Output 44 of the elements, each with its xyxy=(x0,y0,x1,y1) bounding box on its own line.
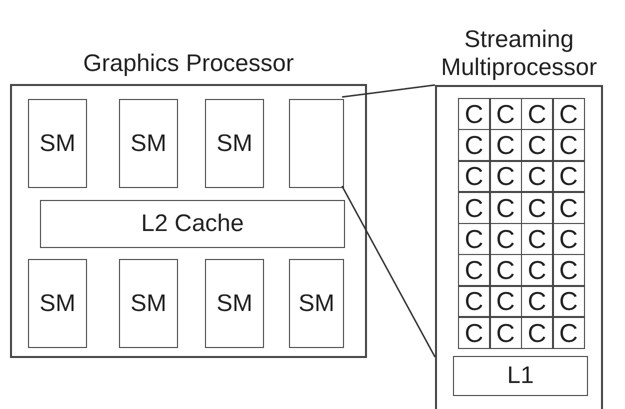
core-cell: C xyxy=(490,98,522,130)
core-cell: C xyxy=(490,160,522,192)
core-cell: C xyxy=(521,254,553,286)
core-cell: C xyxy=(552,254,584,286)
multiprocessor-heading: Streaming Multiprocessor xyxy=(440,25,598,82)
core-cell: C xyxy=(458,129,490,161)
processor-box: SM xyxy=(28,99,87,188)
core-cell: C xyxy=(521,129,553,161)
processor-box: SM xyxy=(28,259,87,348)
core-cell: C xyxy=(458,98,490,130)
core-cell: C xyxy=(458,316,490,348)
core-cell: C xyxy=(490,254,522,286)
core-cell: C xyxy=(552,129,584,161)
core-cell: C xyxy=(458,223,490,255)
core-cell: C xyxy=(521,98,553,130)
zoom-line xyxy=(341,186,436,358)
core-cell: C xyxy=(521,316,553,348)
core-cell: C xyxy=(458,254,490,286)
core-cell: C xyxy=(521,286,553,318)
processor-heading: Graphics Processor xyxy=(82,49,295,78)
core-cell: C xyxy=(490,286,522,318)
core-cell: C xyxy=(552,316,584,348)
core-cell: C xyxy=(552,223,584,255)
core-cell: C xyxy=(458,160,490,192)
empty-box xyxy=(289,99,344,188)
core-cell: C xyxy=(552,98,584,130)
processor-box: SM xyxy=(119,99,178,188)
zoom-line xyxy=(342,84,436,98)
core-cell: C xyxy=(552,286,584,318)
processor-box: SM xyxy=(119,259,178,348)
core-cell: C xyxy=(490,192,522,224)
core-cell: C xyxy=(490,316,522,348)
cache-box: L1 xyxy=(453,356,588,396)
core-cell: C xyxy=(552,192,584,224)
core-cell: C xyxy=(490,129,522,161)
core-cell: C xyxy=(521,160,553,192)
processor-box: SM xyxy=(205,99,264,188)
core-cell: C xyxy=(458,192,490,224)
core-cell: C xyxy=(552,160,584,192)
processor-box: SM xyxy=(205,259,264,348)
cache-box: L2 Cache xyxy=(40,200,345,248)
processor-box: SM xyxy=(289,259,344,348)
core-cell: C xyxy=(521,192,553,224)
core-cell: C xyxy=(458,286,490,318)
